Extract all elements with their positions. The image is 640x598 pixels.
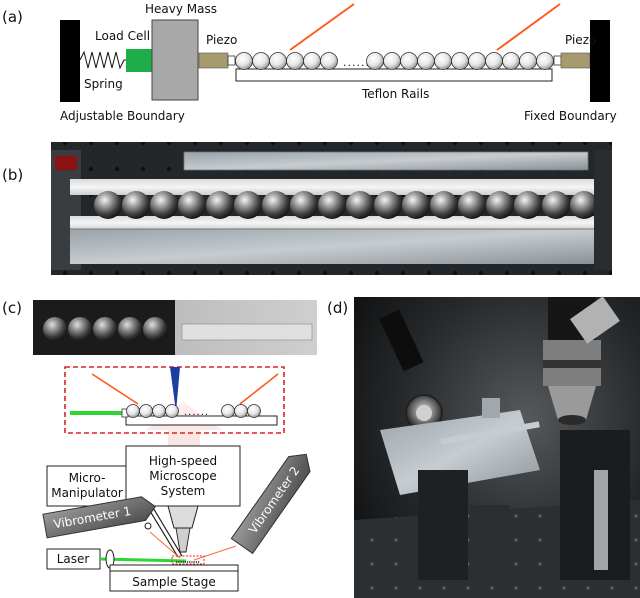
vibrometer-2-label: Vibrometer 2 [246, 464, 302, 536]
laser-line-left [289, 3, 355, 51]
adjustable-boundary-label: Adjustable Boundary [60, 109, 185, 123]
inset-rail [125, 415, 278, 426]
panel-a: (a) ...... [2, 2, 617, 123]
panel-b-label: (b) [2, 166, 23, 184]
panel-d: (d) [327, 296, 640, 598]
panel-c: (c) [2, 299, 317, 592]
micro-label: Micro- [69, 471, 106, 485]
fixed-boundary-label: Fixed Boundary [524, 109, 617, 123]
piezo-right-tip [553, 55, 562, 66]
panel-a-label: (a) [2, 8, 23, 26]
load-cell-block [126, 49, 152, 72]
bead-chain-left [235, 52, 338, 70]
teflon-rails-label: Teflon Rails [361, 87, 429, 101]
laser-label: Laser [57, 552, 90, 566]
micro-bead-micrograph [33, 300, 317, 355]
probe-tip [170, 367, 180, 412]
piezo-right-block [560, 52, 591, 69]
inset-laser-left [91, 373, 139, 405]
laser-line-right [496, 3, 561, 51]
heavy-mass-block [151, 19, 199, 101]
spring-label: Spring [84, 77, 123, 91]
microscope-setup-photo [354, 296, 640, 598]
inset-laser-right [239, 373, 279, 405]
heavy-mass-label: Heavy Mass [145, 2, 217, 16]
sample-stage-box [109, 570, 239, 592]
teflon-rail [235, 68, 553, 82]
inset-dots: ...... [184, 407, 209, 418]
panel-b: (b) [2, 142, 612, 275]
microscope-label: Microscope [149, 469, 217, 483]
bead-chain-right [366, 52, 554, 70]
fixed-boundary-wall [590, 20, 610, 102]
panel-c-label: (c) [2, 299, 22, 317]
steel-beads [94, 191, 598, 219]
piezo-left-block [198, 52, 229, 69]
manipulator-arm [146, 505, 179, 558]
sample-stage-label: Sample Stage [132, 575, 215, 589]
piezo-right-label: Piezo [565, 33, 596, 47]
piezo-left-tip [227, 55, 236, 66]
zoom-inset-box [64, 366, 285, 434]
adjustable-boundary-wall [60, 20, 80, 102]
high-speed-label: High-speed [149, 454, 217, 468]
inset-bead-chain [126, 404, 261, 418]
vibrometer-2: Vibrometer 2 [230, 453, 311, 555]
piezo-left-label: Piezo [206, 33, 237, 47]
micro-manipulator-box [46, 465, 127, 507]
system-label: System [161, 484, 206, 498]
manipulator-label: Manipulator [51, 486, 123, 500]
load-cell-label: Load Cell [95, 29, 150, 43]
spring-zigzag [79, 50, 126, 70]
sample-zoom-marker [171, 555, 205, 565]
objective-lens [167, 505, 199, 529]
panel-d-label: (d) [327, 299, 348, 317]
bead-chain-photo [51, 142, 612, 275]
bead-chain-dots: ...... [343, 56, 370, 69]
